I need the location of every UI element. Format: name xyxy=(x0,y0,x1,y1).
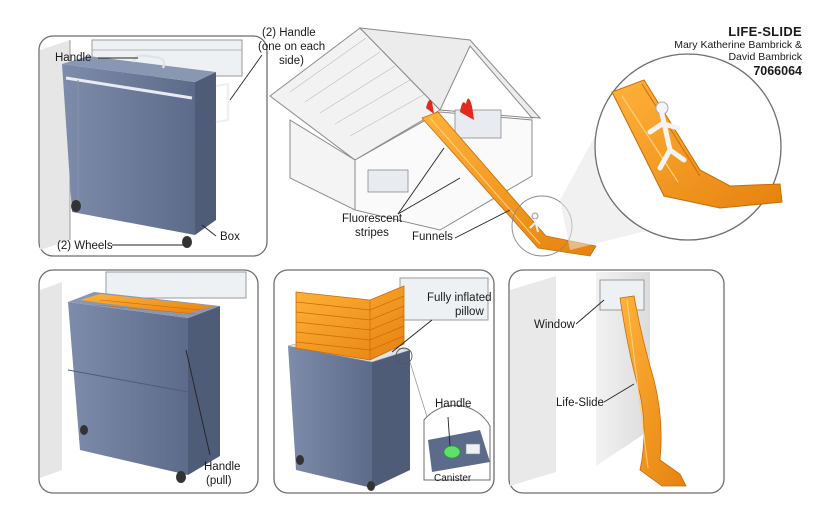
label-handle-side-1: (2) Handle xyxy=(262,27,316,39)
label-pillow-1: Fully inflated xyxy=(427,292,492,304)
label-wheels: (2) Wheels xyxy=(57,240,113,252)
label-life-slide: Life-Slide xyxy=(556,397,604,409)
label-handle-top: Handle xyxy=(55,52,91,64)
label-fluorescent-1: Fluorescent xyxy=(342,213,403,225)
panel-inflated: Fully inflated pillow Handle Canister xyxy=(273,269,495,494)
label-funnels: Funnels xyxy=(412,231,453,243)
label-fluorescent-2: stripes xyxy=(355,227,389,239)
label-window: Window xyxy=(534,319,576,331)
label-handle-pull-2: (pull) xyxy=(206,475,232,487)
label-canister: Canister xyxy=(434,473,472,484)
patent-header: LIFE-SLIDE Mary Katherine Bambrick & Dav… xyxy=(674,24,802,78)
inventors-line-2: David Bambrick xyxy=(728,51,802,63)
panel-zoom xyxy=(594,53,783,241)
label-handle-pull-1: Handle xyxy=(204,461,240,473)
panel-box: Handle (2) Handle (one on each side) (2)… xyxy=(38,27,325,257)
label-inset-handle: Handle xyxy=(435,398,471,410)
panel-window-slide: Window Life-Slide xyxy=(508,269,725,494)
label-handle-side-3: side) xyxy=(279,55,304,67)
patent-title: LIFE-SLIDE xyxy=(728,24,802,39)
panel-open-box: Handle (pull) xyxy=(38,269,259,494)
label-box: Box xyxy=(220,231,240,243)
label-pillow-2: pillow xyxy=(455,306,484,318)
label-handle-side-2: (one on each xyxy=(258,41,325,53)
inventors-line-1: Mary Katherine Bambrick & xyxy=(674,39,802,51)
patent-number: 7066064 xyxy=(753,64,802,78)
